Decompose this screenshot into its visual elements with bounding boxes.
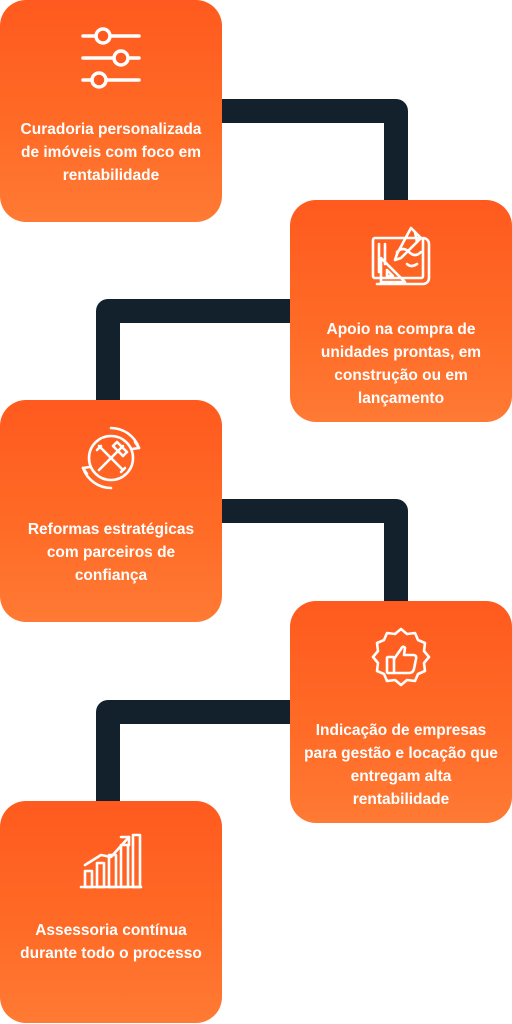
step-label-3: Reformas estratégicas com parceiros de c…	[27, 521, 195, 584]
step-label-2: Apoio na compra de unidades prontas, em …	[320, 321, 482, 407]
sliders-icon	[81, 27, 141, 89]
step-card-1: Curadoria personalizada de imóveis com f…	[0, 0, 222, 222]
step-card-4: Indicação de empresas para gestão e loca…	[290, 601, 512, 823]
step-card-5: Assessoria contínua durante todo o proce…	[0, 801, 222, 1023]
step-card-3: Reformas estratégicas com parceiros de c…	[0, 400, 222, 622]
step-card-2: Apoio na compra de unidades prontas, em …	[290, 200, 512, 422]
connector-1-2	[222, 99, 408, 200]
blueprint-icon	[371, 226, 431, 286]
connector-2-3	[96, 299, 290, 400]
tools-gear-icon	[81, 426, 141, 490]
step-label-5: Assessoria contínua durante todo o proce…	[20, 922, 202, 962]
connector-3-4	[222, 499, 408, 601]
connector-4-5	[96, 700, 290, 801]
thumbs-up-badge-icon	[371, 627, 431, 687]
growth-chart-icon	[79, 833, 143, 889]
step-label-1: Curadoria personalizada de imóveis com f…	[20, 121, 202, 184]
step-label-4: Indicação de empresas para gestão e loca…	[304, 722, 498, 808]
